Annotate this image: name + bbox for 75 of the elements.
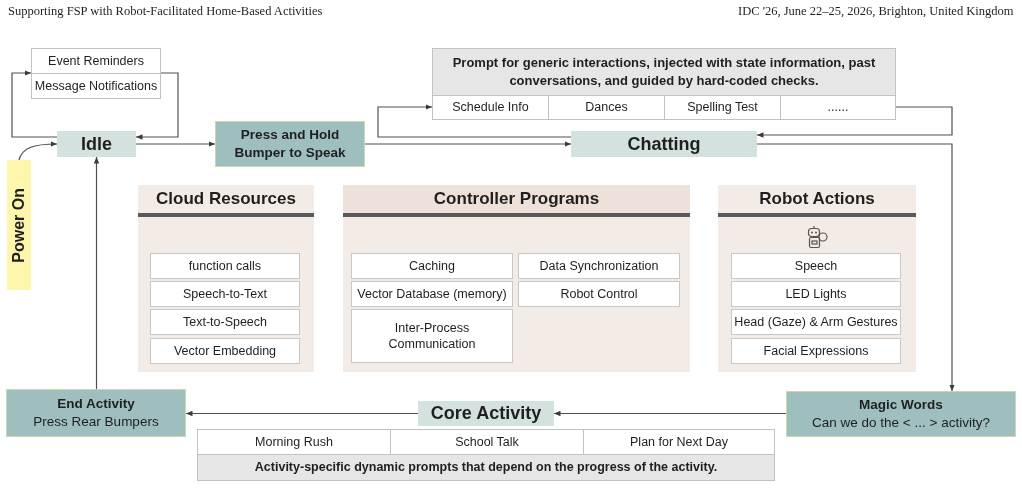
prompt-header: Prompt for generic interactions, injected with state information, past conversations, and guided by hard-coded checks. [433,49,895,95]
action-box [215,121,365,167]
function-label: Vector Database (memory) [357,285,507,303]
arrow [364,141,572,147]
running-header: IDC '26, June 22–25, 2026, Brighton, United Kingdom [738,4,1014,19]
arrow [11,70,58,138]
arrow [377,104,572,138]
component-panel [343,185,690,372]
function-label: function calls [188,257,262,275]
action-subtitle: Press Rear Bumpers [33,413,159,431]
start-label: Power On [10,187,28,263]
arrow [756,143,955,392]
arrow [756,106,953,138]
function-box [518,281,680,307]
function-box [351,281,513,307]
prompt-table [432,48,896,120]
function-box [150,338,300,364]
state-box [418,401,554,426]
function-label: Caching [409,257,455,275]
function-label: Facial Expressions [763,342,869,360]
function-label: Text-to-Speech [182,313,268,331]
function-box [150,253,300,279]
arrow [18,141,58,161]
function-box [731,281,901,307]
component-panel [718,185,916,372]
panel-header: Cloud Resources [155,188,297,210]
component-panel [138,185,314,372]
cell-label: School Talk [455,433,519,451]
action-title: End Activity [57,395,135,413]
function-label: Head (Gaze) & Arm Gestures [734,313,898,331]
function-box [731,338,901,364]
function-label: Data Synchronization [539,257,659,275]
cell-label: Dances [585,99,628,116]
action-subtitle: Can we do the < ... > activity? [812,414,990,432]
panel-header: Controller Programs [343,185,690,213]
function-box [731,253,901,279]
prompt-footer: Activity-specific dynamic prompts that depend on the progress of the activity. [198,455,774,480]
state-label: Idle [81,133,112,155]
function-label: Speech [794,257,838,275]
arrow [135,141,216,147]
state-box [571,131,757,157]
function-label: Robot Control [560,285,638,303]
state-box [57,131,136,157]
start-box [7,160,31,290]
function-label: Inter-Process Communication [387,319,477,353]
table-cell [31,48,161,74]
notification-table [31,48,161,99]
arrow [93,156,100,390]
action-title: Magic Words [859,396,943,414]
action-box [786,391,1016,437]
state-label: Core Activity [430,403,542,424]
function-label: Speech-to-Text [182,285,268,303]
state-label: Chatting [627,133,701,155]
arrow [185,410,419,417]
cell-label: Event Reminders [48,52,144,70]
action-title: Press and Hold Bumper to Speak [233,126,347,162]
action-box [6,389,186,437]
arrow [135,72,179,140]
function-label: Vector Embedding [173,342,277,360]
function-box [351,253,513,279]
function-label: LED Lights [785,285,847,303]
arrow [553,410,787,417]
cell-label: Spelling Test [687,99,758,116]
function-box [518,253,680,279]
cell-label: Plan for Next Day [630,433,728,451]
running-header: Supporting FSP with Robot-Facilitated Home-Based Activities [8,4,323,19]
function-box [150,281,300,307]
function-box [351,309,513,363]
prompt-table [197,429,775,481]
cell-label: Message Notifications [34,77,158,95]
cell-label: Schedule Info [452,99,529,116]
panel-header: Robot Actions [758,188,876,210]
cell-label: Morning Rush [255,433,333,451]
cell-label: ...... [827,99,849,116]
function-box [150,309,300,335]
